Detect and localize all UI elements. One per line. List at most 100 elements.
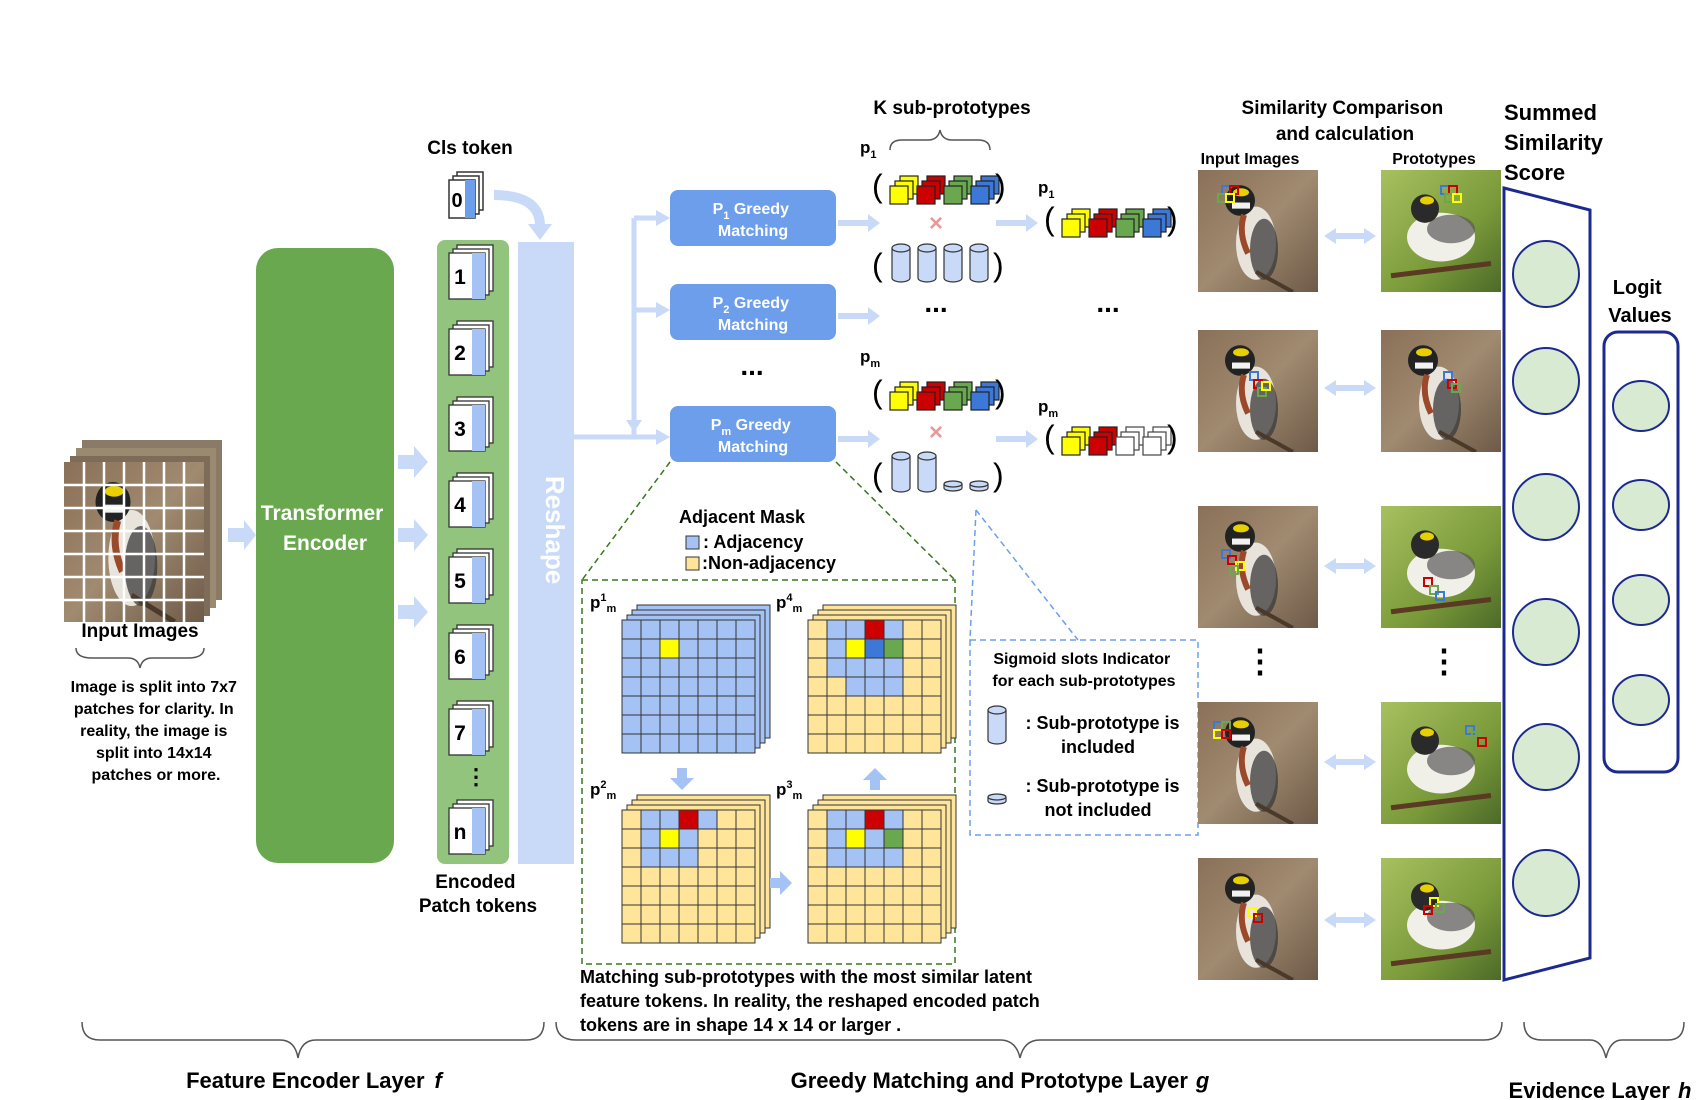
svg-text:4: 4 (454, 494, 466, 517)
prototype-image-5 (1381, 858, 1501, 980)
grid-cell (921, 657, 942, 678)
svg-text:): ) (993, 247, 1004, 283)
branch-arrow-heads (626, 210, 670, 445)
input-image-stack (64, 440, 222, 622)
grid-cell (845, 866, 866, 887)
grid-cell (659, 828, 680, 849)
grid-cell (883, 904, 904, 925)
prototype-image-2 (1381, 330, 1501, 452)
grid-cell (716, 885, 737, 906)
svg-text:): ) (995, 374, 1006, 410)
prototype-image-3 (1381, 506, 1501, 628)
grid-cell (902, 657, 923, 678)
grid-cell (807, 847, 828, 868)
input-image-3 (1198, 506, 1318, 628)
grid-cell (902, 714, 923, 735)
middle-ellipsis-1: ... (924, 287, 947, 318)
grid-cell (697, 885, 718, 906)
grid-cell (807, 866, 828, 887)
branch-arrows (574, 215, 660, 440)
included-legend: : Sub-prototype is included (1025, 713, 1184, 757)
grid-cell (921, 714, 942, 735)
transformer-encoder-block (256, 248, 394, 863)
grid-cell (621, 809, 642, 830)
svg-text:Pm Greedy Matching: Pm Greedy Matching (711, 417, 796, 456)
not-included-legend: : Sub-prototype is not included (1025, 776, 1184, 820)
svg-text:7: 7 (454, 722, 466, 745)
grid-cell (697, 733, 718, 754)
middle-ellipsis-2: ... (1096, 287, 1119, 318)
grid-cell (716, 638, 737, 659)
svg-text:(: ( (1044, 201, 1055, 237)
reshape-label: Reshape (540, 476, 570, 584)
prototype-image-4 (1381, 702, 1501, 824)
grid-cell (883, 638, 904, 659)
grid-cell (735, 695, 756, 716)
grid-cell (735, 904, 756, 925)
grid-label-3: p3m (776, 779, 803, 802)
cls-token-label: Cls token (427, 138, 513, 159)
grid-cell (902, 828, 923, 849)
patch-token-5: 5 (448, 548, 494, 604)
grid-cell (883, 733, 904, 754)
reshape-bar (518, 242, 574, 864)
patch-token-7: 7 (448, 700, 494, 756)
zoom-lines (581, 461, 956, 581)
grid-cell (735, 733, 756, 754)
block-output-arrows (838, 214, 1038, 448)
grid-cell (845, 733, 866, 754)
grid-cell (735, 809, 756, 830)
patch-token-2: 2 (448, 320, 494, 376)
pm-out-label: pm (1038, 397, 1058, 420)
greedy-matching-block-1: P1 Greedy Matching (670, 190, 836, 246)
adjacent-mask-grid-3 (807, 794, 957, 944)
grid-cell (735, 657, 756, 678)
logit-values-box (1602, 330, 1680, 774)
patch-token-4: 4 (448, 472, 494, 528)
evidence-brace-icon (1523, 1021, 1685, 1059)
svg-text:(: ( (872, 168, 883, 204)
k-subprototypes-label: K sub-prototypes (873, 98, 1030, 119)
grid-cell (921, 885, 942, 906)
grid-cell (921, 619, 942, 640)
grid-cell (826, 828, 847, 849)
input-image-5 (1198, 858, 1318, 980)
grid-cell (640, 847, 661, 868)
patch-token-1: 1 (448, 244, 494, 300)
svg-text:): ) (1167, 201, 1178, 237)
grid-cell (678, 657, 699, 678)
grid-cell (697, 809, 718, 830)
grid-cell (826, 657, 847, 678)
cls-arrow (493, 190, 545, 227)
grid-cell (697, 619, 718, 640)
grid-cell (826, 714, 847, 735)
grid-cell (845, 904, 866, 925)
grid-cell (640, 619, 661, 640)
grid-cell (678, 923, 699, 944)
grid-cell (921, 923, 942, 944)
grid-cell (716, 866, 737, 887)
grid-cell (640, 923, 661, 944)
grid-cell (659, 638, 680, 659)
grid-cell (640, 695, 661, 716)
svg-text:P1 Greedy Matching: P1 Greedy Matching (713, 201, 794, 240)
grid-cell (864, 904, 885, 925)
grid-cell (697, 866, 718, 887)
grid-cell (845, 714, 866, 735)
grid-cell (697, 638, 718, 659)
grid-cell (678, 866, 699, 887)
similarity-input-label: Input Images (1201, 151, 1300, 168)
greedy-brace-icon (555, 1021, 1503, 1059)
grid-cell (621, 676, 642, 697)
svg-text:(: ( (872, 457, 883, 493)
grid-cell (621, 866, 642, 887)
grid-cell (826, 923, 847, 944)
grid-cell (735, 619, 756, 640)
grid-cell (659, 695, 680, 716)
grid-cell (807, 638, 828, 659)
comparison-arrows (1324, 228, 1376, 928)
grid-cell (921, 676, 942, 697)
grid-cell (921, 733, 942, 754)
pm-cube-stack-icon: ( ) (872, 374, 1006, 411)
